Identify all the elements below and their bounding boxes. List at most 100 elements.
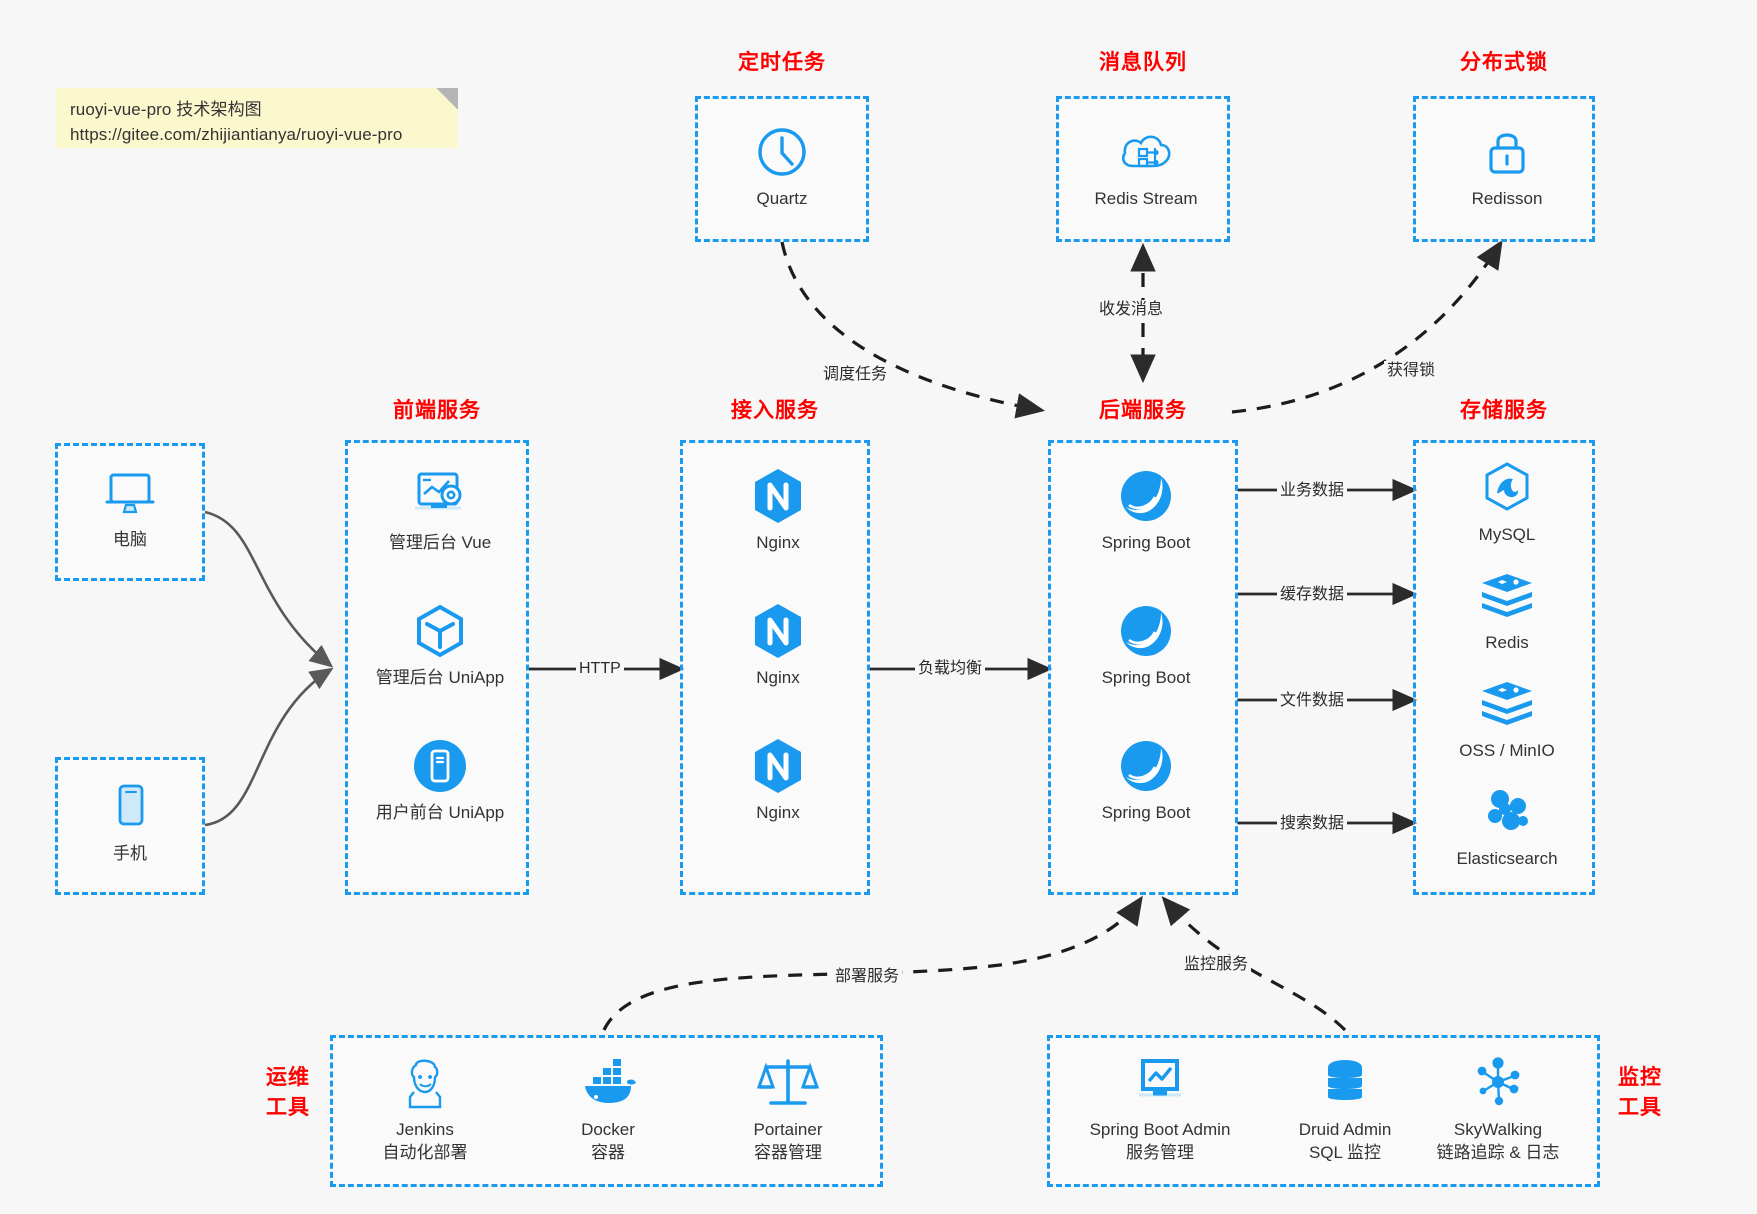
edge-label-mq: 收发消息 — [1096, 300, 1167, 319]
monitor-chart-icon — [1065, 1052, 1255, 1114]
edge-label-monitor: 监控服务 — [1181, 955, 1252, 974]
group-title-gateway: 接入服务 — [731, 399, 819, 422]
node-sublabel: 自动化部署 — [382, 1143, 468, 1162]
mobile-app-icon — [365, 735, 515, 797]
spring-boot-icon — [1071, 600, 1221, 662]
cube-icon — [365, 600, 515, 662]
dashboard-settings-icon — [365, 465, 515, 527]
edge-label-deploy: 部署服务 — [832, 967, 903, 986]
mobile-icon — [55, 776, 205, 838]
note-line-2: https://gitee.com/zhijiantianya/ruoyi-vu… — [70, 125, 403, 144]
desktop-icon — [55, 462, 205, 524]
node-label: Jenkins — [396, 1120, 454, 1139]
node-label: Portainer — [753, 1120, 823, 1139]
node-nginx-2[interactable]: Nginx — [703, 600, 853, 689]
docker-icon — [533, 1052, 683, 1114]
devops-title-line-1: 运维 — [266, 1066, 310, 1089]
node-nginx-3[interactable]: Nginx — [703, 735, 853, 824]
node-oss-minio[interactable]: OSS / MinIO — [1432, 673, 1582, 762]
node-spring-boot-3[interactable]: Spring Boot — [1071, 735, 1221, 824]
node-label: Quartz — [756, 189, 808, 208]
nginx-icon — [703, 465, 853, 527]
node-docker[interactable]: Docker 容器 — [533, 1052, 683, 1164]
node-label: Spring Boot — [1101, 668, 1191, 687]
node-label: Spring Boot Admin — [1089, 1120, 1231, 1139]
nginx-icon — [703, 600, 853, 662]
node-sublabel: 服务管理 — [1126, 1143, 1194, 1162]
node-druid-admin[interactable]: Druid Admin SQL 监控 — [1250, 1052, 1440, 1164]
group-box-client-desktop: 电脑 — [55, 443, 205, 581]
group-title-scheduler: 定时任务 — [738, 51, 826, 74]
monitor-title-line-2: 工具 — [1618, 1096, 1662, 1119]
node-elasticsearch[interactable]: Elasticsearch — [1432, 781, 1582, 870]
node-jenkins[interactable]: Jenkins 自动化部署 — [350, 1052, 500, 1164]
note-line-1: ruoyi-vue-pro 技术架构图 — [70, 100, 262, 119]
node-redis-stream[interactable]: Redis Stream — [1071, 121, 1221, 210]
node-quartz[interactable]: Quartz — [707, 121, 857, 210]
node-sublabel: 链路追踪 & 日志 — [1436, 1143, 1560, 1162]
group-box-backend: Spring Boot Spring Boot Spring Boot — [1048, 440, 1238, 895]
node-spring-boot-2[interactable]: Spring Boot — [1071, 600, 1221, 689]
group-box-devops: Jenkins 自动化部署 Docker 容器 — [330, 1035, 883, 1187]
node-label: 管理后台 Vue — [388, 533, 492, 552]
monitor-title-line-1: 监控 — [1618, 1066, 1662, 1089]
node-label: 用户前台 UniApp — [375, 803, 505, 822]
node-label: MySQL — [1478, 525, 1536, 544]
node-desktop[interactable]: 电脑 — [55, 462, 205, 551]
group-box-frontend: 管理后台 Vue 管理后台 UniApp 用户前台 UniApp — [345, 440, 529, 895]
node-admin-vue[interactable]: 管理后台 Vue — [365, 465, 515, 554]
node-user-uniapp[interactable]: 用户前台 UniApp — [365, 735, 515, 824]
clock-icon — [707, 121, 857, 183]
node-admin-uniapp[interactable]: 管理后台 UniApp — [365, 600, 515, 689]
node-spring-boot-admin[interactable]: Spring Boot Admin 服务管理 — [1065, 1052, 1255, 1164]
edge-label-biz-data: 业务数据 — [1277, 481, 1348, 500]
edge-label-load-balance: 负载均衡 — [915, 659, 986, 678]
redis-icon — [1432, 565, 1582, 627]
node-label: 管理后台 UniApp — [375, 668, 505, 687]
edge-lock — [1231, 239, 1503, 414]
node-skywalking[interactable]: SkyWalking 链路追踪 & 日志 — [1403, 1052, 1593, 1164]
elasticsearch-icon — [1432, 781, 1582, 843]
node-label: 电脑 — [113, 530, 147, 549]
jenkins-icon — [350, 1052, 500, 1114]
scales-icon — [713, 1052, 863, 1114]
node-label: OSS / MinIO — [1459, 741, 1555, 760]
node-mysql[interactable]: MySQL — [1432, 457, 1582, 546]
node-label: Redis Stream — [1094, 189, 1198, 208]
node-portainer[interactable]: Portainer 容器管理 — [713, 1052, 863, 1164]
edge-label-schedule: 调度任务 — [820, 365, 891, 384]
skywalking-icon — [1403, 1052, 1593, 1114]
node-label: Elasticsearch — [1456, 849, 1558, 868]
group-box-client-mobile: 手机 — [55, 757, 205, 895]
node-label: Druid Admin — [1298, 1120, 1392, 1139]
cloud-network-icon — [1071, 121, 1221, 183]
node-spring-boot-1[interactable]: Spring Boot — [1071, 465, 1221, 554]
node-redisson[interactable]: Redisson — [1432, 121, 1582, 210]
group-box-scheduler: Quartz — [695, 96, 869, 242]
edge-schedule — [780, 241, 1046, 419]
spring-boot-icon — [1071, 735, 1221, 797]
group-box-monitor: Spring Boot Admin 服务管理 Druid Admin SQL 监… — [1047, 1035, 1600, 1187]
group-title-monitor: 监控 工具 — [1610, 1063, 1670, 1123]
sticky-note: ruoyi-vue-pro 技术架构图 https://gitee.com/zh… — [56, 88, 458, 148]
node-mobile[interactable]: 手机 — [55, 776, 205, 865]
node-label: Spring Boot — [1101, 533, 1191, 552]
node-label: SkyWalking — [1453, 1120, 1543, 1139]
node-sublabel: 容器 — [591, 1143, 625, 1162]
group-title-storage: 存储服务 — [1460, 399, 1548, 422]
edge-label-cache-data: 缓存数据 — [1277, 585, 1348, 604]
group-title-frontend: 前端服务 — [393, 399, 481, 422]
edge-label-file-data: 文件数据 — [1277, 691, 1348, 710]
node-label: Spring Boot — [1101, 803, 1191, 822]
edge-desktop-to-frontend — [204, 510, 334, 668]
oss-icon — [1432, 673, 1582, 735]
node-nginx-1[interactable]: Nginx — [703, 465, 853, 554]
devops-title-line-2: 工具 — [266, 1096, 310, 1119]
node-label: Redisson — [1471, 189, 1543, 208]
node-label: Nginx — [756, 668, 800, 687]
note-fold-corner — [436, 88, 458, 110]
edge-label-search-data: 搜索数据 — [1277, 814, 1348, 833]
node-redis[interactable]: Redis — [1432, 565, 1582, 654]
node-label: 手机 — [113, 844, 147, 863]
